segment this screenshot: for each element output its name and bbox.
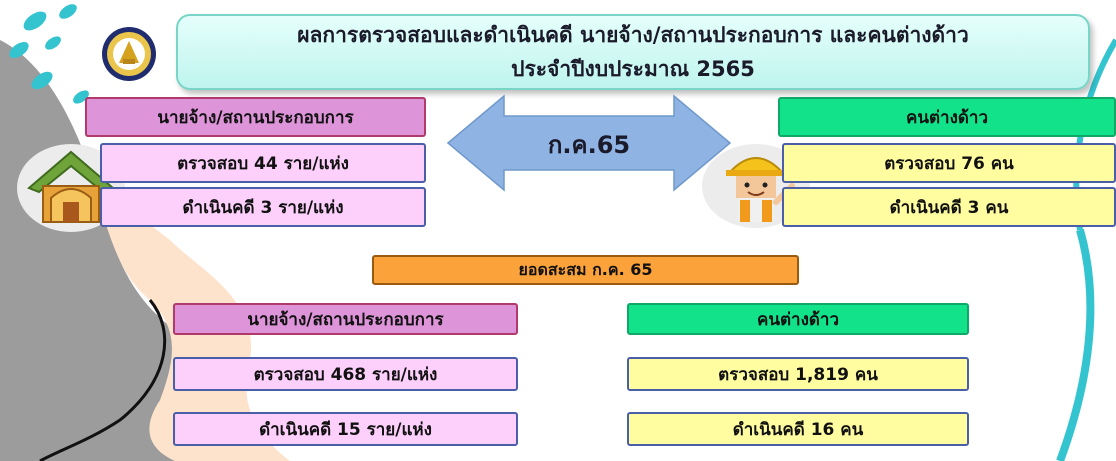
house-icon: [17, 144, 125, 232]
monthly-employer-prosecuted: ดำเนินคดี 3 ราย/แห่ง: [100, 187, 426, 227]
cumulative-foreign-prosecuted: ดำเนินคดี 16 คน: [627, 412, 969, 446]
cumulative-foreign-inspected: ตรวจสอบ 1,819 คน: [627, 357, 969, 391]
monthly-employer-heading: นายจ้าง/สถานประกอบการ: [85, 97, 426, 137]
cumulative-foreign-heading: คนต่างด้าว: [627, 303, 969, 335]
double-arrow-icon: [446, 94, 732, 192]
cumulative-employer-prosecuted: ดำเนินคดี 15 ราย/แห่ง: [173, 412, 518, 446]
department-seal-icon: [102, 27, 156, 81]
cumulative-employer-heading: นายจ้าง/สถานประกอบการ: [173, 303, 518, 335]
monthly-employer-inspected: ตรวจสอบ 44 ราย/แห่ง: [100, 143, 426, 183]
page-title: ผลการตรวจสอบและดำเนินคดี นายจ้าง/สถานประ…: [176, 14, 1090, 90]
monthly-foreign-inspected: ตรวจสอบ 76 คน: [782, 143, 1116, 183]
cumulative-heading: ยอดสะสม ก.ค. 65: [372, 255, 799, 285]
monthly-foreign-heading: คนต่างด้าว: [778, 97, 1116, 137]
cumulative-employer-inspected: ตรวจสอบ 468 ราย/แห่ง: [173, 357, 518, 391]
title-line-1: ผลการตรวจสอบและดำเนินคดี นายจ้าง/สถานประ…: [297, 23, 969, 47]
title-line-2: ประจำปีงบประมาณ 2565: [511, 57, 755, 81]
month-label: ก.ค.65: [547, 130, 631, 159]
monthly-foreign-prosecuted: ดำเนินคดี 3 คน: [782, 187, 1116, 227]
